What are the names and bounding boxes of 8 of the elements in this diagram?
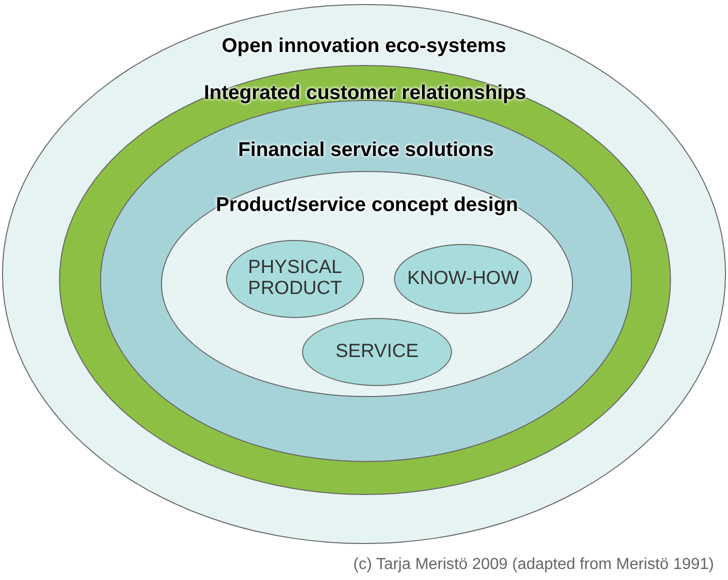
caption: (c) Tarja Meristö 2009 (adapted from Meristö 1991) (353, 556, 714, 574)
ring-title: Open innovation eco-systems (222, 35, 506, 57)
oval-node: KNOW-HOW (394, 244, 532, 314)
ring-title: Product/service concept design (216, 194, 518, 216)
ring-title: Financial service solutions (238, 139, 494, 161)
ring-title: Integrated customer relationships (204, 82, 526, 104)
oval-node: PHYSICAL PRODUCT (226, 240, 364, 318)
oval-node: SERVICE (302, 318, 452, 386)
